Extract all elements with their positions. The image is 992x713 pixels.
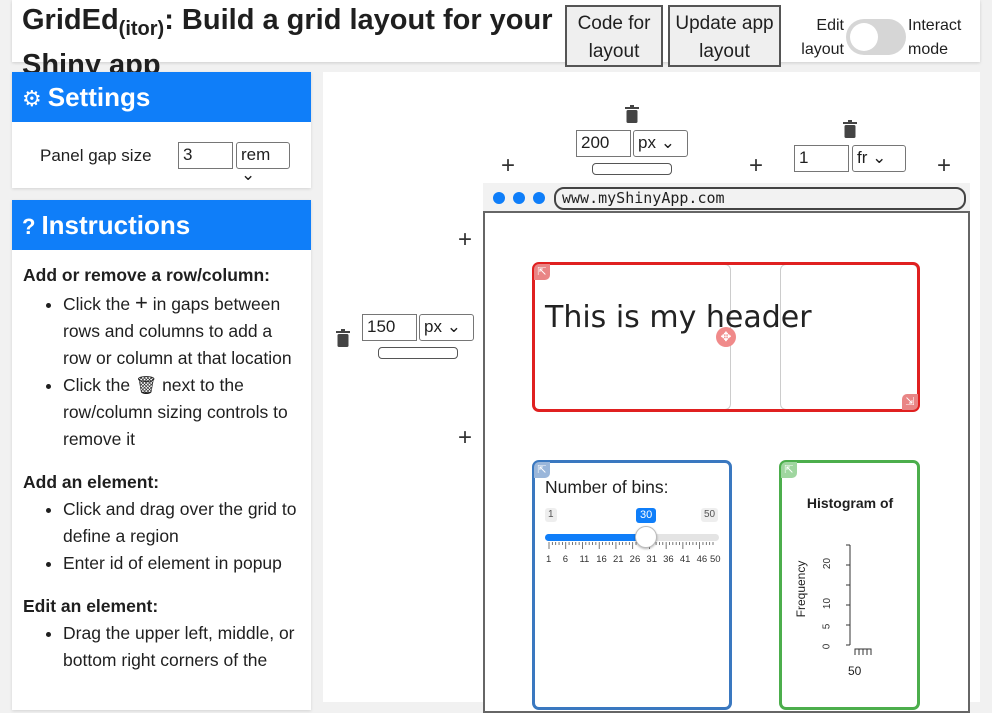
slider-tick-label: 16 bbox=[596, 554, 607, 565]
instructions-header: ?Instructions bbox=[12, 200, 311, 250]
slider-tick-label: 41 bbox=[679, 554, 691, 565]
instructions-panel: ?Instructions bbox=[12, 200, 311, 710]
instructions-title: Instructions bbox=[41, 210, 191, 240]
resize-icon[interactable]: ⇱ bbox=[781, 462, 797, 478]
plot-y-tick: 20 bbox=[822, 557, 834, 570]
plot-y-label: Frequency bbox=[794, 560, 808, 618]
panel-gap-input[interactable]: 3 bbox=[178, 142, 233, 169]
slider-tick-label: 6 bbox=[562, 554, 569, 565]
plot-y-tick: 10 bbox=[822, 597, 834, 610]
window-dot bbox=[533, 192, 545, 204]
update-app-layout-button[interactable]: Update app layout bbox=[668, 5, 781, 67]
gear-icon: ⚙ bbox=[22, 86, 42, 111]
slider-ticks bbox=[548, 542, 714, 549]
slider-tick-label: 50 bbox=[710, 554, 721, 565]
bins-grid-item[interactable] bbox=[532, 460, 732, 710]
app-title: GridEd(itor): Build a grid layout for yo… bbox=[22, 4, 553, 81]
settings-header: ⚙Settings bbox=[12, 72, 311, 122]
window-dot bbox=[493, 192, 505, 204]
col2-unit-select[interactable]: fr ⌄ bbox=[852, 145, 906, 172]
plot-title: Histogram of bbox=[806, 495, 894, 511]
settings-title: Settings bbox=[47, 82, 151, 112]
header-grid-item[interactable] bbox=[532, 262, 920, 412]
row1-resize-handle[interactable] bbox=[378, 347, 458, 359]
add-row-button[interactable]: + bbox=[457, 226, 472, 253]
slider-tick-label: 11 bbox=[579, 554, 590, 565]
slider-tick-label: 26 bbox=[629, 554, 641, 565]
row1-unit-select[interactable]: px ⌄ bbox=[419, 314, 474, 341]
col1-size-input[interactable]: 200 bbox=[576, 130, 631, 157]
interact-mode-label: Interact mode bbox=[908, 17, 962, 58]
list-item: Enter id of element in popup bbox=[63, 550, 305, 577]
col2-size-input[interactable]: 1 bbox=[794, 145, 849, 172]
col1-unit-select[interactable]: px ⌄ bbox=[633, 130, 688, 157]
slider-tick-label: 1 bbox=[546, 554, 552, 565]
settings-panel: ⚙Settings bbox=[12, 72, 311, 188]
slider-min-label: 1 bbox=[545, 508, 557, 522]
move-icon[interactable]: ✥ bbox=[716, 327, 736, 347]
slider-tick-label: 31 bbox=[646, 554, 657, 565]
slider-tick-label: 21 bbox=[612, 554, 624, 565]
plot-x-tick: 50 bbox=[848, 664, 862, 678]
list-item: Click the + in gaps between rows and col… bbox=[63, 289, 305, 372]
slider-value-label: 30 bbox=[636, 508, 657, 523]
code-for-layout-button[interactable]: Code for layout bbox=[565, 5, 663, 67]
mode-toggle-knob[interactable] bbox=[850, 23, 878, 51]
window-dot bbox=[513, 192, 525, 204]
section-title: Add or remove a row/column: bbox=[23, 265, 270, 285]
question-icon: ? bbox=[22, 214, 36, 239]
url-bar: www.myShinyApp.com bbox=[554, 187, 966, 210]
panel-gap-label: Panel gap size bbox=[40, 146, 152, 165]
slider-handle[interactable] bbox=[635, 526, 657, 548]
list-item: Drag the upper left, middle, or bottom r… bbox=[63, 620, 305, 674]
add-column-button[interactable]: + bbox=[500, 152, 515, 179]
slider-tick-label: 36 bbox=[663, 554, 674, 565]
slider-fill bbox=[545, 534, 646, 541]
resize-icon[interactable]: ⇱ bbox=[534, 462, 550, 478]
grid-cell[interactable] bbox=[780, 264, 918, 410]
bins-label: Number of bins: bbox=[545, 477, 669, 497]
list-item: Click the 🗑 next to the row/column sizin… bbox=[63, 372, 305, 453]
row1-size-input[interactable]: 150 bbox=[362, 314, 417, 341]
trash-icon[interactable] bbox=[336, 329, 350, 347]
histogram-axes bbox=[846, 544, 872, 655]
instructions-body: Add or remove a row/column: Click the + … bbox=[23, 262, 305, 690]
plus-icon: + bbox=[134, 290, 148, 315]
col1-resize-handle[interactable] bbox=[592, 163, 672, 175]
slider-max-label: 50 bbox=[701, 508, 719, 522]
trash-icon[interactable] bbox=[625, 105, 639, 123]
plot-y-tick: 0 bbox=[821, 643, 833, 650]
panel-gap-unit-select[interactable]: rem ⌄ bbox=[236, 142, 290, 184]
add-column-button[interactable]: + bbox=[936, 152, 951, 179]
app-header bbox=[12, 0, 980, 62]
slider-tick-label: 46 bbox=[696, 554, 708, 565]
plot-y-tick: 5 bbox=[821, 623, 833, 630]
add-row-button[interactable]: + bbox=[457, 424, 472, 451]
trash-icon: 🗑 bbox=[134, 375, 158, 395]
section-title: Add an element: bbox=[23, 472, 160, 492]
resize-icon[interactable]: ⇱ bbox=[534, 264, 550, 280]
trash-icon[interactable] bbox=[843, 120, 857, 138]
section-title: Edit an element: bbox=[23, 596, 159, 616]
list-item: Click and drag over the grid to define a… bbox=[63, 496, 305, 550]
resize-icon[interactable]: ⇲ bbox=[902, 394, 918, 410]
edit-layout-label: Edit layout bbox=[801, 17, 844, 58]
header-text: This is my header bbox=[545, 300, 812, 335]
add-column-button[interactable]: + bbox=[748, 152, 763, 179]
